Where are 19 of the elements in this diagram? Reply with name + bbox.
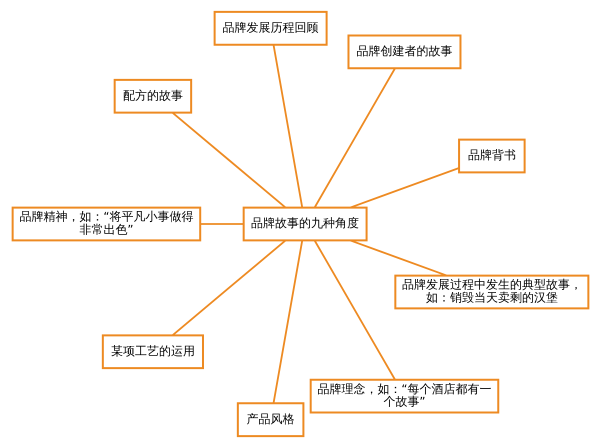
connector <box>172 112 286 208</box>
node-box: 品牌精神，如：“将平凡小事做得非常出色” <box>11 206 201 242</box>
node-box: 某项工艺的运用 <box>101 334 204 370</box>
connector <box>313 240 396 380</box>
node-box: 品牌发展过程中发生的典型故事，如：销毁当天卖剩的汉堡 <box>394 274 589 310</box>
node-box: 品牌故事的九种角度 <box>242 206 368 242</box>
node-box: 品牌创建者的故事 <box>346 34 461 70</box>
connector <box>200 223 244 225</box>
node-box: 品牌发展历程回顾 <box>213 10 328 46</box>
connector <box>313 68 396 208</box>
node-box: 品牌理念，如：“每个酒店都有一个故事” <box>309 378 499 414</box>
node-box: 配方的故事 <box>113 78 192 114</box>
node-box: 产品风格 <box>236 402 304 438</box>
connector <box>350 167 459 208</box>
node-box: 品牌背书 <box>458 138 526 174</box>
connector <box>350 240 447 276</box>
connector <box>272 44 303 208</box>
connector <box>272 240 303 404</box>
connector <box>172 240 286 336</box>
